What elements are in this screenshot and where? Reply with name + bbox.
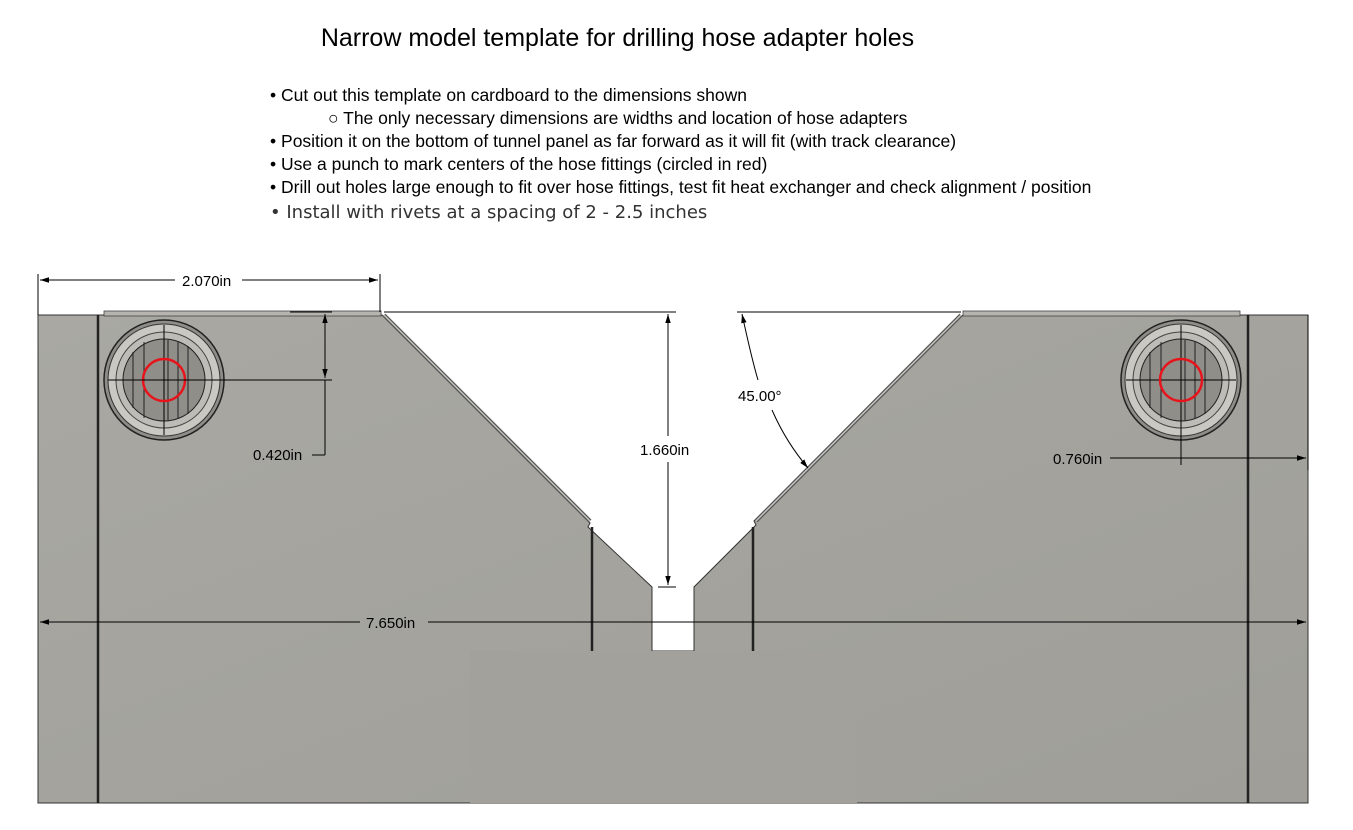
dim-overall-width: 7.650in (366, 615, 415, 632)
panel-shape (37, 310, 1309, 804)
dim-fitting-offset-right: 0.760in (1053, 451, 1102, 468)
page-title: Narrow model template for drilling hose … (320, 24, 915, 52)
dim-fitting-offset-left: 0.420in (253, 447, 302, 464)
instruction-item: • Drill out holes large enough to fit ov… (270, 177, 1092, 197)
instruction-item: • Position it on the bottom of tunnel pa… (270, 131, 957, 151)
instruction-item: • Cut out this template on cardboard to … (270, 85, 747, 105)
punch-mark-right (1158, 357, 1204, 403)
dim-notch-depth: 1.660in (640, 442, 689, 459)
instruction-subitem: ○ The only necessary dimensions are widt… (328, 108, 908, 128)
hose-fitting-right (1120, 319, 1242, 465)
dim-angle: 45.00° (738, 388, 782, 405)
dim-top-width: 2.070in (182, 273, 231, 290)
instruction-item: • Install with rivets at a spacing of 2 … (270, 202, 708, 223)
instruction-list: • Cut out this template on cardboard to … (270, 84, 1091, 224)
instruction-item: • Use a punch to mark centers of the hos… (270, 154, 768, 174)
